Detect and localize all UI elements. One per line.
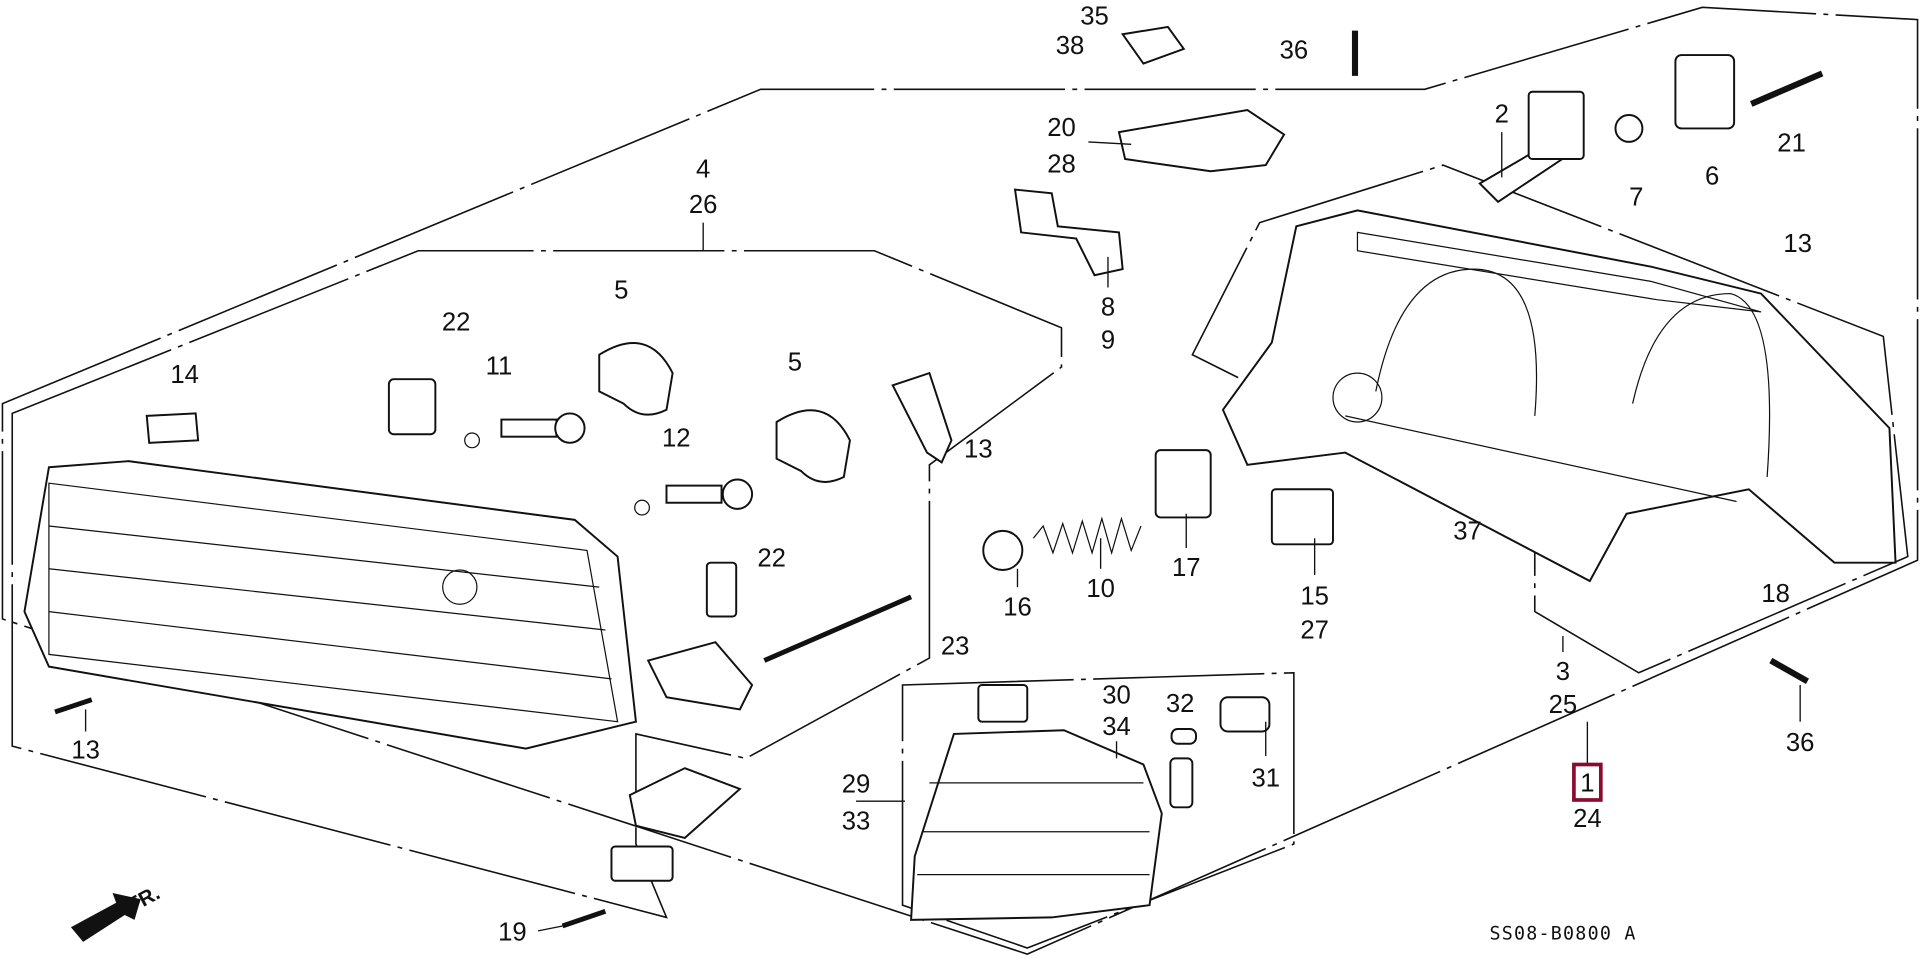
callout-23[interactable]: 23: [941, 632, 970, 660]
callout-25[interactable]: 25: [1549, 691, 1578, 719]
callout-5[interactable]: 5: [614, 276, 628, 304]
callout-31[interactable]: 31: [1251, 765, 1280, 793]
nut-38: [1120, 25, 1186, 65]
callout-20[interactable]: 20: [1047, 114, 1076, 142]
part-7: [1614, 114, 1644, 143]
callout-3[interactable]: 3: [1556, 658, 1570, 686]
front-direction-arrow: FR.: [70, 881, 164, 942]
callout-38[interactable]: 38: [1056, 32, 1085, 60]
callout-32[interactable]: 32: [1166, 690, 1195, 718]
actuator-part: [646, 641, 754, 711]
callout-13[interactable]: 13: [964, 435, 993, 463]
callout-22[interactable]: 22: [442, 308, 471, 336]
headlight-lens: [23, 460, 637, 750]
callout-2[interactable]: 2: [1495, 100, 1509, 128]
callout-35[interactable]: 35: [1080, 2, 1109, 30]
callout-36[interactable]: 36: [1786, 729, 1815, 757]
callout-5[interactable]: 5: [788, 349, 802, 377]
callout-30[interactable]: 30: [1102, 681, 1131, 709]
callout-19[interactable]: 19: [498, 919, 527, 947]
assembly-frame-4: [11, 249, 1063, 919]
relay-part: [705, 561, 738, 618]
callout-9[interactable]: 9: [1101, 327, 1115, 355]
grommet-16: [982, 529, 1024, 571]
headlight-housing: [1221, 209, 1897, 583]
diagram-code: SS08-B0800 A: [1490, 923, 1637, 944]
bracket-15: [1270, 488, 1334, 546]
callout-17[interactable]: 17: [1172, 554, 1201, 582]
callout-13[interactable]: 13: [71, 736, 100, 764]
socket-31: [1219, 696, 1271, 733]
callout-14[interactable]: 14: [170, 361, 199, 389]
clip-part: [610, 845, 674, 882]
bulb-32: [1170, 728, 1198, 745]
socket-5a: [598, 342, 674, 416]
bracket-20: [1117, 109, 1286, 173]
assembly-frame-1: [1, 6, 1919, 955]
callout-12[interactable]: 12: [662, 424, 691, 452]
bulb-12: [634, 478, 754, 516]
callout-34[interactable]: 34: [1102, 713, 1131, 741]
bulb-11: [464, 412, 586, 449]
callout-11[interactable]: 11: [486, 352, 513, 380]
highlight-box: [1572, 762, 1603, 802]
corner-light: [910, 684, 1163, 921]
callout-26[interactable]: 26: [689, 191, 718, 219]
callout-6[interactable]: 6: [1705, 163, 1719, 191]
callout-18[interactable]: 18: [1761, 580, 1790, 608]
clip-14: [145, 412, 200, 444]
callout-labels: 35 38 36 2 7 6 21 20 28 4 26 8 9 13 22 1…: [71, 2, 1814, 946]
callout-15[interactable]: 15: [1300, 582, 1329, 610]
spring-10: [1032, 516, 1142, 556]
bracket-8: [1013, 188, 1124, 277]
bracket-17: [1154, 449, 1212, 519]
connector-part: [387, 378, 437, 436]
bracket-adjuster: [891, 371, 953, 464]
adjuster-bolt: [763, 594, 913, 663]
corner-light-frame: [901, 671, 1295, 949]
bracket-lower: [628, 767, 742, 839]
bolt-13-left: [54, 697, 93, 715]
callout-13[interactable]: 13: [1783, 230, 1812, 258]
leader-lines: [84, 132, 1801, 932]
callout-33[interactable]: 33: [842, 807, 871, 835]
callout-22[interactable]: 22: [757, 544, 786, 572]
callout-16[interactable]: 16: [1003, 593, 1032, 621]
callout-27[interactable]: 27: [1300, 617, 1329, 645]
callout-10[interactable]: 10: [1086, 575, 1115, 603]
callout-37[interactable]: 37: [1453, 517, 1482, 545]
bolt-19: [561, 908, 607, 929]
callout-8[interactable]: 8: [1101, 294, 1115, 322]
bolt-36-right: [1769, 657, 1809, 684]
callout-7[interactable]: 7: [1629, 183, 1643, 211]
callout-28[interactable]: 28: [1047, 150, 1076, 178]
callout-1[interactable]: 1: [1580, 769, 1594, 797]
callout-21[interactable]: 21: [1777, 130, 1806, 158]
part-2-box: [1527, 90, 1585, 160]
callout-36[interactable]: 36: [1280, 37, 1309, 65]
callout-29[interactable]: 29: [842, 771, 871, 799]
bolt-21: [1750, 70, 1824, 107]
part-6: [1674, 54, 1736, 130]
socket-5b: [775, 409, 851, 483]
callout-24[interactable]: 24: [1573, 805, 1602, 833]
clip-32: [1169, 757, 1194, 809]
callout-4[interactable]: 4: [696, 155, 710, 183]
